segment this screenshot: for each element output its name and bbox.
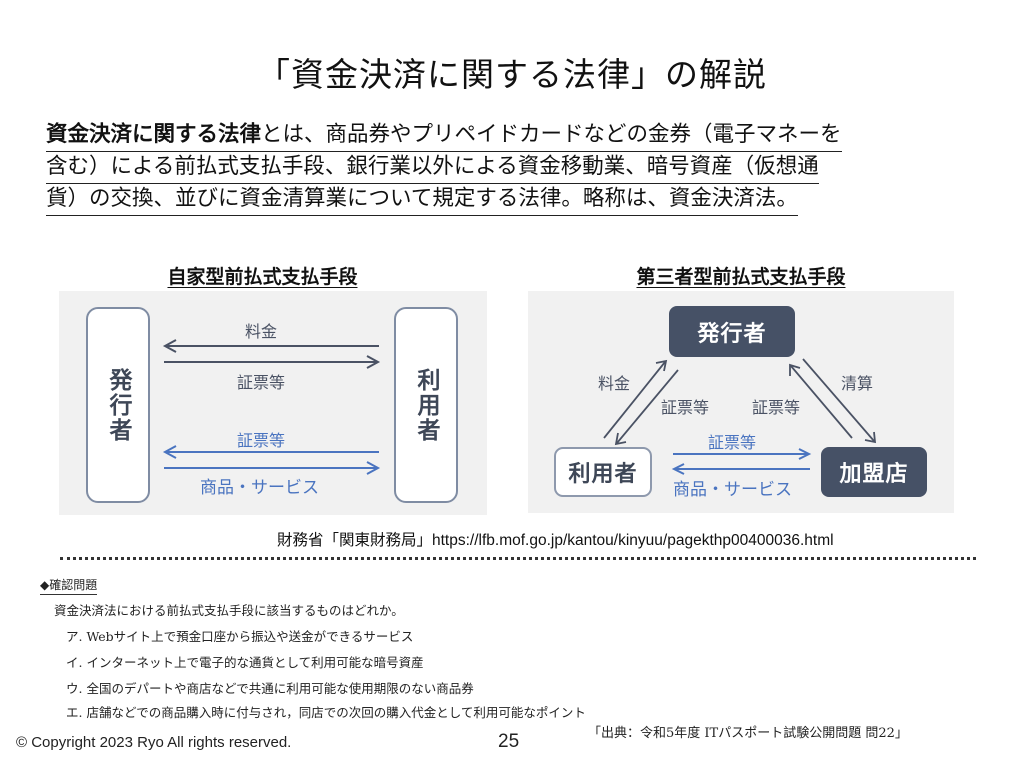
issuer-box: 発行者 bbox=[669, 306, 795, 357]
quiz-section: ◆確認問題 資金決済法における前払式支払手段に該当するものはどれか。 ア. We… bbox=[40, 574, 586, 720]
fee-label: 料金 bbox=[598, 374, 631, 393]
quiz-citation: 「出典：令和5年度 ITパスポート試験公開問題 問22」 bbox=[588, 726, 908, 741]
definition-line-1: 資金決済に関する法律とは、商品券やプリペイドカードなどの金券（電子マネーを bbox=[46, 120, 842, 152]
quiz-option-u: ウ. 全国のデパートや商店などで共通に利用可能な使用期限のない商品券 bbox=[66, 681, 474, 696]
fee-label: 料金 bbox=[245, 322, 278, 341]
quiz-option-e: エ. 店舗などでの商品購入時に付与され，同店での次回の購入代金として利用可能なポ… bbox=[66, 705, 586, 720]
issuer-box: 発行者 bbox=[86, 307, 150, 503]
copyright-notice: © Copyright 2023 Ryo All rights reserved… bbox=[16, 734, 292, 751]
voucher-label-left: 証票等 bbox=[661, 398, 710, 417]
definition-paragraph: 資金決済に関する法律とは、商品券やプリペイドカードなどの金券（電子マネーを 含む… bbox=[46, 120, 946, 216]
self-type-diagram: 発行者 利用者 料金 証票等 証票等 商品・サービス bbox=[59, 291, 487, 515]
quiz-question: 資金決済法における前払式支払手段に該当するものはどれか。 bbox=[54, 603, 404, 618]
slide-title: 「資金決済に関する法律」の解説 bbox=[257, 55, 767, 94]
voucher-label-blue: 証票等 bbox=[237, 431, 286, 450]
dotted-divider bbox=[60, 554, 976, 560]
voucher-label: 証票等 bbox=[237, 373, 286, 392]
third-party-type-title: 第三者型前払式支払手段 bbox=[636, 266, 846, 288]
quiz-option-a: ア. Webサイト上で預金口座から振込や送金ができるサービス bbox=[66, 629, 414, 644]
definition-line-2: 含む）による前払式支払手段、銀行業以外による資金移動業、暗号資産（仮想通 bbox=[46, 152, 819, 184]
voucher-label-right: 証票等 bbox=[752, 398, 801, 417]
quiz-option-i: イ. インターネット上で電子的な通貨として利用可能な暗号資産 bbox=[66, 655, 424, 670]
third-party-arrows bbox=[603, 358, 877, 475]
self-type-title: 自家型前払式支払手段 bbox=[167, 266, 358, 288]
user-box: 利用者 bbox=[554, 447, 652, 497]
page-number: 25 bbox=[498, 731, 520, 752]
voucher-label-blue: 証票等 bbox=[708, 433, 757, 452]
settlement-label: 清算 bbox=[841, 374, 874, 393]
third-party-type-diagram: 発行者 利用者 加盟店 料金 証票等 証票等 清算 証票等 商品・サービス bbox=[528, 291, 954, 513]
user-box: 利用者 bbox=[394, 307, 458, 503]
definition-term: 資金決済に関する法律 bbox=[46, 122, 262, 147]
goods-services-label: 商品・サービス bbox=[200, 478, 319, 498]
definition-line-3: 貨）の交換、並びに資金清算業について規定する法律。略称は、資金決済法。 bbox=[46, 184, 798, 216]
merchant-box: 加盟店 bbox=[821, 447, 927, 497]
goods-services-label: 商品・サービス bbox=[673, 480, 792, 500]
source-reference: 財務省「関東財務局」https://lfb.mof.go.jp/kantou/k… bbox=[277, 532, 834, 549]
self-type-arrows bbox=[162, 339, 381, 475]
quiz-heading: ◆確認問題 bbox=[40, 576, 98, 595]
